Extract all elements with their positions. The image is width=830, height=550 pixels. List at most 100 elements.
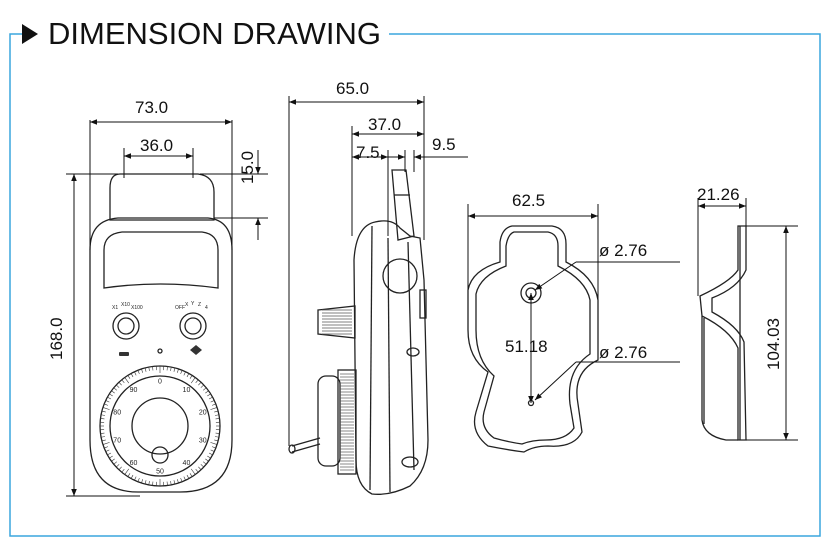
front-width-label: 73.0 bbox=[135, 98, 168, 117]
dial-tick bbox=[105, 449, 110, 452]
front-height-label: 168.0 bbox=[47, 317, 66, 360]
minus-indicator-icon bbox=[119, 352, 129, 356]
dial-tick bbox=[205, 458, 209, 462]
dial-tick bbox=[190, 468, 196, 475]
dial-tick bbox=[166, 481, 168, 486]
dial-number: 90 bbox=[130, 387, 138, 394]
dial-tick bbox=[107, 396, 112, 400]
dial-tick bbox=[148, 367, 150, 372]
dial-tick bbox=[118, 382, 122, 386]
dial-tick bbox=[100, 432, 105, 434]
dial-tick bbox=[141, 368, 143, 373]
dial-tick bbox=[215, 418, 220, 420]
dial-tick bbox=[152, 366, 154, 371]
dial-tick bbox=[215, 432, 220, 434]
page-title: DIMENSION DRAWING bbox=[48, 16, 381, 51]
dial-tick bbox=[101, 436, 106, 438]
dial-tick bbox=[121, 468, 125, 473]
dial-tick bbox=[189, 375, 193, 379]
dial-tick bbox=[101, 439, 106, 442]
bracket-depth-label: 21.26 bbox=[697, 185, 740, 204]
bracket-side bbox=[699, 225, 747, 441]
dial-tick bbox=[214, 439, 219, 442]
knob-right-label-off: OFF bbox=[175, 305, 185, 311]
indicator-icons bbox=[119, 345, 202, 356]
dial-tick bbox=[210, 400, 215, 403]
dial-tick bbox=[134, 476, 137, 481]
dial-tick bbox=[134, 371, 137, 376]
plus-indicator-icon bbox=[190, 345, 202, 355]
dial-tick bbox=[152, 481, 154, 486]
bracket-hole-bottom-label: ø 2.76 bbox=[599, 343, 647, 362]
bracket-hole-top-label: ø 2.76 bbox=[599, 241, 647, 260]
knurl-pattern bbox=[322, 309, 354, 471]
dial-number: 10 bbox=[183, 387, 191, 394]
dial-tick bbox=[101, 410, 106, 413]
dial-tick bbox=[183, 371, 186, 376]
dial-tick bbox=[127, 375, 131, 379]
dial-tick bbox=[113, 461, 118, 465]
side-depth-label: 65.0 bbox=[336, 79, 369, 98]
dial-tick bbox=[210, 449, 215, 452]
dial-tick bbox=[211, 403, 216, 406]
dial-tick bbox=[208, 452, 213, 456]
dial-tick bbox=[180, 370, 183, 375]
dial-ticks bbox=[100, 366, 220, 486]
dial-tick bbox=[177, 479, 179, 484]
knob-left-label-x10: X10 bbox=[121, 302, 130, 308]
dial-tick bbox=[104, 446, 109, 449]
dial-tick bbox=[183, 476, 186, 481]
dial-tick bbox=[202, 461, 207, 465]
dial-tick bbox=[166, 366, 168, 371]
dial-tick bbox=[127, 473, 131, 477]
dial-tick bbox=[214, 410, 219, 413]
dial-tick bbox=[105, 400, 110, 403]
dial-tick bbox=[137, 477, 140, 482]
dial-tick bbox=[210, 407, 218, 410]
dial-tick bbox=[173, 480, 176, 485]
dial-tick bbox=[180, 477, 183, 482]
dial-tick bbox=[111, 458, 115, 462]
knob-right-label-x: X bbox=[185, 302, 189, 308]
dial-tick bbox=[130, 474, 134, 479]
dial-tick bbox=[113, 387, 118, 391]
bracket-width-label: 62.5 bbox=[512, 191, 545, 210]
dial-number: 20 bbox=[199, 410, 207, 417]
section-header: DIMENSION DRAWING bbox=[22, 14, 389, 54]
bracket-height-label: 104.03 bbox=[764, 318, 783, 370]
dial-tick bbox=[148, 480, 150, 485]
front-view bbox=[89, 173, 233, 493]
bracket-hole-spacing-label: 51.18 bbox=[505, 337, 548, 356]
side-d3-label: 9.5 bbox=[432, 135, 456, 154]
knob-right-label-y: Y bbox=[191, 301, 195, 307]
dial-tick bbox=[116, 464, 120, 468]
dial-tick bbox=[118, 466, 122, 470]
dial-number: 0 bbox=[158, 379, 162, 386]
dial-tick bbox=[211, 446, 216, 449]
dial-tick bbox=[186, 474, 190, 479]
knob-left-label-x1: X1 bbox=[112, 305, 118, 311]
dial-tick bbox=[144, 367, 147, 372]
knob-left-label-x100: X100 bbox=[131, 305, 143, 311]
dial-number: 60 bbox=[130, 460, 138, 467]
dial-tick bbox=[111, 390, 115, 394]
front-handle-width-label: 36.0 bbox=[140, 136, 173, 155]
dial-tick bbox=[124, 377, 130, 384]
dial-tick bbox=[190, 377, 196, 384]
dial-tick bbox=[121, 379, 125, 384]
dial-tick bbox=[202, 387, 207, 391]
dial-number: 70 bbox=[113, 437, 121, 444]
dial-tick bbox=[141, 479, 143, 484]
knob-right-label-4: 4 bbox=[205, 305, 208, 311]
dial-tick bbox=[116, 384, 120, 388]
dial-tick bbox=[205, 390, 209, 394]
dial-tick bbox=[189, 473, 193, 477]
dial-tick bbox=[101, 414, 106, 416]
dial-number: 30 bbox=[199, 437, 207, 444]
dial-tick bbox=[177, 368, 179, 373]
dial-tick bbox=[130, 373, 134, 378]
side-d1-label: 37.0 bbox=[368, 115, 401, 134]
